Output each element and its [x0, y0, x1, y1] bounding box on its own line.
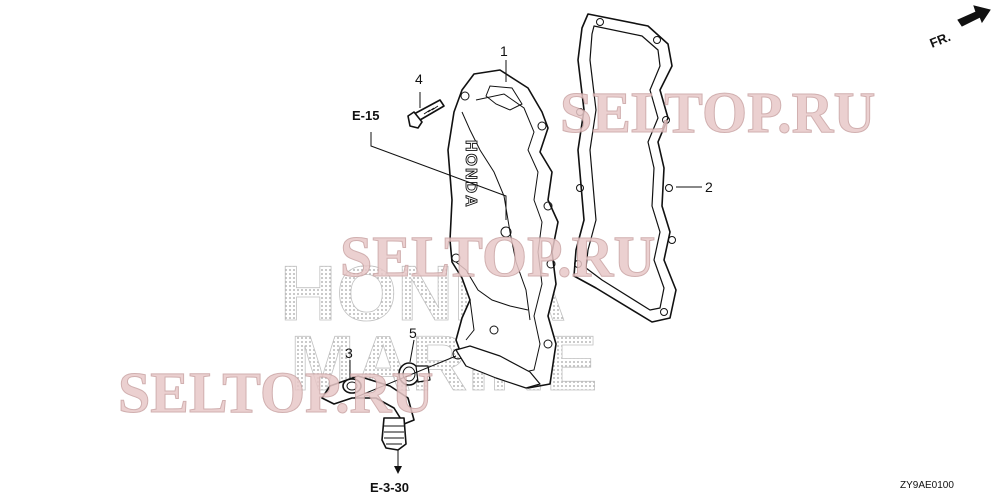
- callout-3: 3: [345, 345, 353, 361]
- breather-tube: [321, 375, 415, 451]
- callout-1: 1: [500, 43, 508, 59]
- hose-clamp: [398, 362, 431, 386]
- front-arrow-icon: [957, 5, 991, 27]
- seltop-watermark-1: SELTOP.RU: [560, 80, 875, 145]
- leader-lines: [349, 60, 702, 474]
- front-label: FR.: [928, 29, 953, 51]
- reference-labels: E-15 E-3-30: [352, 108, 409, 495]
- front-direction-indicator: FR.: [928, 5, 991, 51]
- seltop-watermark-2: SELTOP.RU: [340, 224, 655, 289]
- ref-e15: E-15: [352, 108, 379, 123]
- seltop-watermarks: SELTOP.RU SELTOP.RU SELTOP.RU: [118, 80, 876, 426]
- cylinder-head-cover: HONDA: [447, 69, 559, 389]
- drawing-code: ZY9AE0100: [900, 480, 954, 491]
- gasket-bolt-holes: [574, 18, 676, 316]
- callout-numbers: 1 2 3 4 5: [345, 43, 713, 361]
- callout-4: 4: [415, 71, 423, 87]
- cylinder-head-cover-gasket: [573, 13, 677, 323]
- seltop-watermark-3: SELTOP.RU: [118, 360, 433, 425]
- callout-5: 5: [409, 325, 417, 341]
- ref-e330: E-3-30: [370, 480, 409, 495]
- callout-2: 2: [705, 179, 713, 195]
- honda-emboss: HONDA: [462, 140, 479, 209]
- flange-bolt: [407, 99, 445, 129]
